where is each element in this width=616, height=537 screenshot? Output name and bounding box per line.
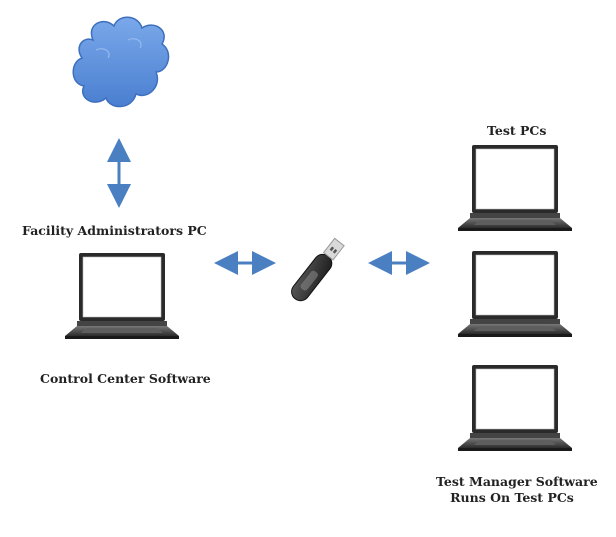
cloud-icon <box>72 16 170 108</box>
admin-pc-label: Facility Administrators PC <box>22 223 207 238</box>
test-pc-laptop-icon <box>457 364 573 452</box>
control-center-label: Control Center Software <box>40 371 211 386</box>
test-pc-laptop-icon <box>457 144 573 232</box>
test-manager-label-line1: Test Manager Software <box>436 474 598 489</box>
admin-laptop-icon <box>64 252 180 340</box>
test-pc-laptop-icon <box>457 250 573 338</box>
test-pcs-label: Test PCs <box>487 123 547 138</box>
usb-drive-icon <box>291 237 345 302</box>
test-manager-label: Test Manager Software Runs On Test PCs <box>436 474 598 506</box>
test-manager-label-line2: Runs On Test PCs <box>450 490 574 505</box>
